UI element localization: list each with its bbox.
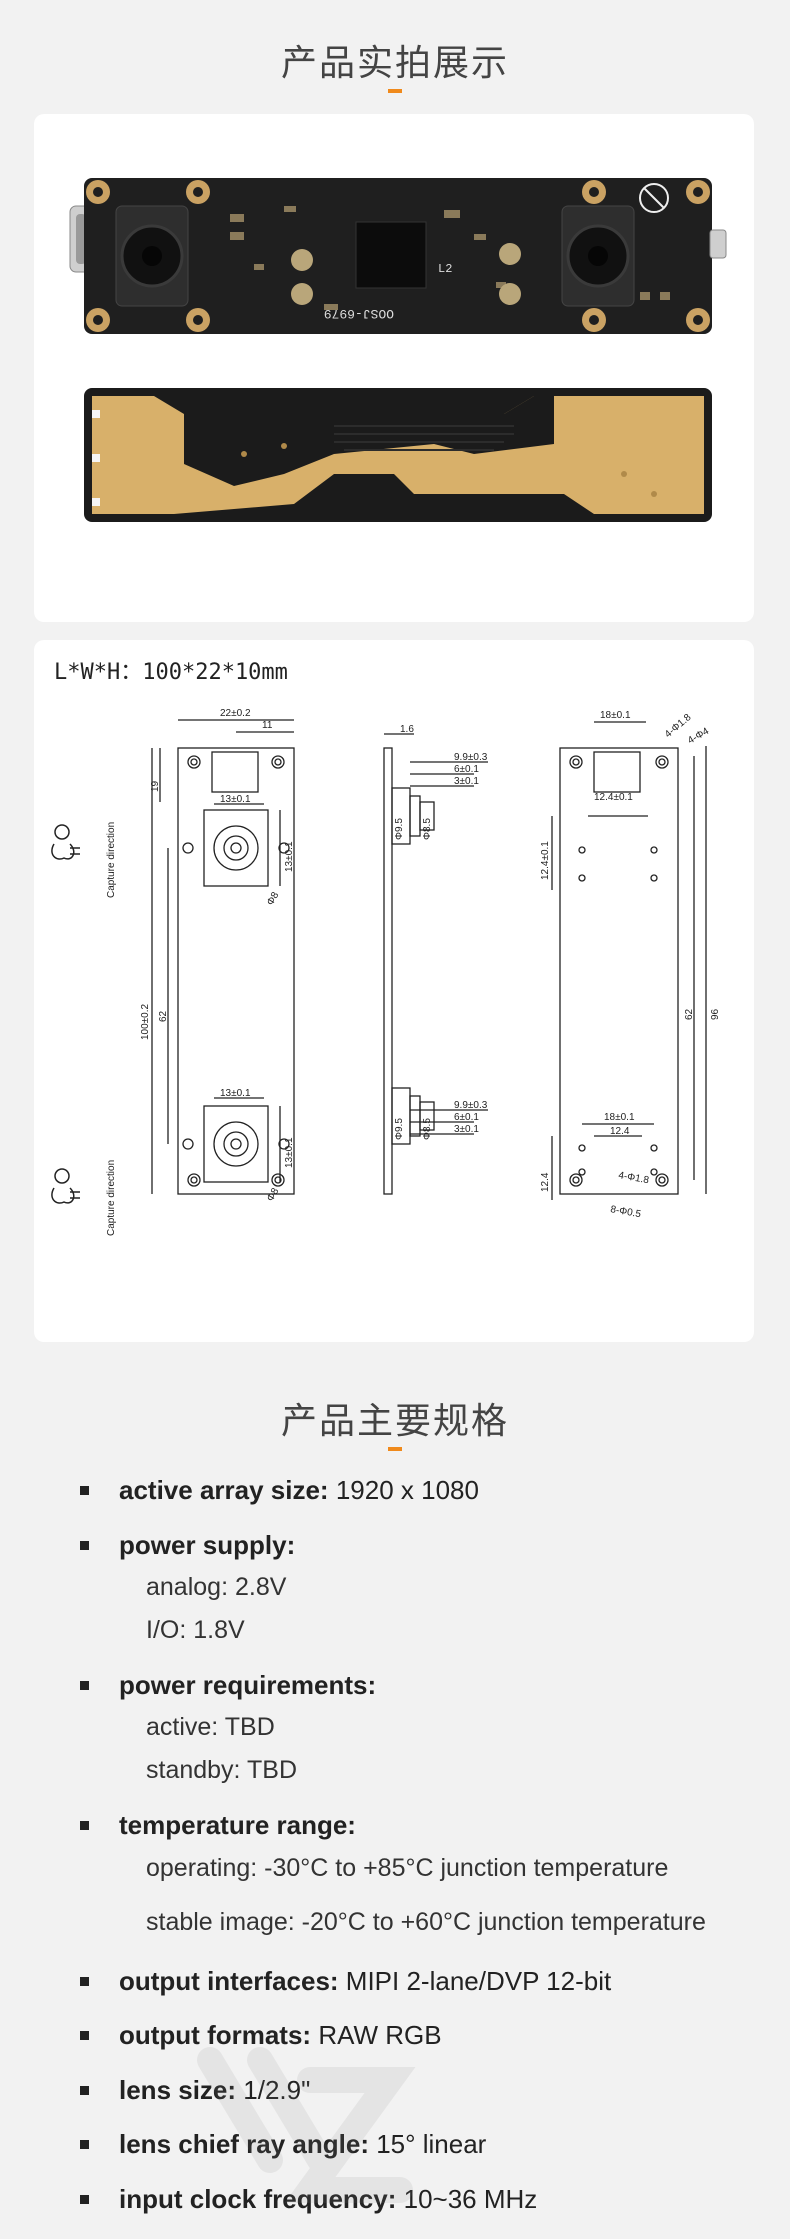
- dim-side-h1b: 9.9±0.3: [454, 1100, 488, 1111]
- dim-back-hole2: 4-Φ4: [686, 726, 711, 747]
- capture-direction-icon-bottom: [51, 1168, 80, 1204]
- photos-section-title: 产品实拍展示: [280, 43, 509, 84]
- title-accent-bar: [388, 1447, 402, 1451]
- dim-side-h3: 3±0.1: [454, 776, 479, 787]
- spec-key: power supply:: [119, 1530, 296, 1560]
- dim-back-h-inner: 12.4±0.1: [540, 841, 551, 880]
- dim-back-len-mid: 62: [684, 1008, 695, 1020]
- dim-front-diam2: Φ8: [265, 1186, 282, 1204]
- dim-front-lens-w: 13±0.1: [220, 794, 251, 805]
- dim-side-d1: Φ9.5: [394, 818, 405, 840]
- product-photo-card: OOSJ-6979 L2: [34, 114, 754, 622]
- dim-side-h3b: 3±0.1: [454, 1124, 479, 1135]
- bullet-icon: [80, 2195, 89, 2204]
- spec-sub: operating: -30°C to +85°C junction tempe…: [146, 1854, 669, 1882]
- dim-side-d1b: Φ9.5: [394, 1118, 405, 1140]
- spec-key: active array size:: [119, 1475, 329, 1505]
- spec-value: 1920 x 1080: [328, 1475, 479, 1505]
- capture-direction-icon-top: [51, 824, 80, 860]
- dim-back-hole3: 4-Φ1.8: [617, 1170, 650, 1186]
- dim-side-d2: Φ8.5: [422, 818, 433, 840]
- bullet-icon: [80, 1541, 89, 1550]
- spec-key: output formats:: [119, 2020, 312, 2050]
- spec-key: temperature range:: [119, 1810, 356, 1840]
- spec-key: lens chief ray angle:: [119, 2129, 369, 2159]
- dim-back-len-total: 96: [710, 1008, 721, 1020]
- dim-front-width-half: 11: [262, 720, 273, 731]
- dim-back-w-inner: 12.4±0.1: [594, 792, 633, 803]
- title-accent-bar: [388, 89, 402, 93]
- bullet-icon: [80, 1821, 89, 1830]
- dim-front-top-offset: 19: [150, 780, 161, 792]
- dim-front-lens-w2: 13±0.1: [220, 1088, 251, 1099]
- svg-text:L2: L2: [438, 262, 452, 276]
- dim-front-lens-h2: 13±0.1: [284, 1137, 295, 1168]
- bullet-icon: [80, 1486, 89, 1495]
- spec-value: RAW RGB: [311, 2020, 442, 2050]
- silk-model-text: OOSJ-6979: [324, 306, 394, 321]
- spec-sub: stable image: -20°C to +60°C junction te…: [146, 1908, 706, 1936]
- capture-direction-text-bottom: Capture direction: [106, 1160, 117, 1236]
- dimension-drawing-card: L*W*H：100*22*10mm Capture direction Capt…: [34, 640, 754, 1342]
- spec-value: MIPI 2-lane/DVP 12-bit: [338, 1966, 612, 1996]
- dim-front-length-total: 100±0.2: [140, 1003, 151, 1040]
- dim-side-h2: 6±0.1: [454, 764, 479, 775]
- watermark-logo: [197, 2047, 416, 2203]
- bullet-icon: [80, 1977, 89, 1986]
- dim-side-h1: 9.9±0.3: [454, 752, 488, 763]
- bullet-icon: [80, 2086, 89, 2095]
- spec-sub: standby: TBD: [146, 1756, 298, 1784]
- dim-side-d2b: Φ8.5: [422, 1118, 433, 1140]
- spec-value: 1/2.9": [236, 2075, 311, 2105]
- dim-back-w-bot: 18±0.1: [604, 1112, 635, 1123]
- spec-key: power requirements:: [119, 1670, 377, 1700]
- spec-value: 15° linear: [368, 2129, 487, 2159]
- capture-direction-text-top: Capture direction: [106, 822, 117, 898]
- dimension-drawing: Capture direction Capture direction: [51, 708, 721, 1236]
- specs-section-title: 产品主要规格: [280, 1401, 509, 1442]
- bullet-icon: [80, 2140, 89, 2149]
- spec-sub: analog: 2.8V: [146, 1573, 287, 1601]
- spec-key: lens size:: [119, 2075, 237, 2105]
- dim-back-w-bot2: 12.4: [610, 1126, 630, 1137]
- dim-front-width-total: 22±0.2: [220, 708, 251, 719]
- dim-back-hole4: 8-Φ0.5: [609, 1204, 642, 1220]
- dim-side-thickness: 1.6: [400, 724, 414, 735]
- dim-front-length-mid: 62: [158, 1010, 169, 1022]
- spec-sub: I/O: 1.8V: [146, 1616, 245, 1644]
- bullet-icon: [80, 2031, 89, 2040]
- spec-key: input clock frequency:: [119, 2184, 397, 2214]
- dimensions-label: L*W*H：100*22*10mm: [54, 660, 288, 685]
- dim-back-w-top: 18±0.1: [600, 710, 631, 721]
- bullet-icon: [80, 1681, 89, 1690]
- spec-value: 10~36 MHz: [396, 2184, 538, 2214]
- dim-back-h-bot: 12.4: [540, 1172, 551, 1192]
- dim-front-lens-h: 13±0.1: [284, 841, 295, 872]
- spec-key: output interfaces:: [119, 1966, 339, 1996]
- spec-sub: active: TBD: [146, 1713, 275, 1741]
- dim-side-h2b: 6±0.1: [454, 1112, 479, 1123]
- dim-front-diam: Φ8: [265, 890, 282, 908]
- pcb-top-photo: OOSJ-6979 L2: [69, 178, 727, 522]
